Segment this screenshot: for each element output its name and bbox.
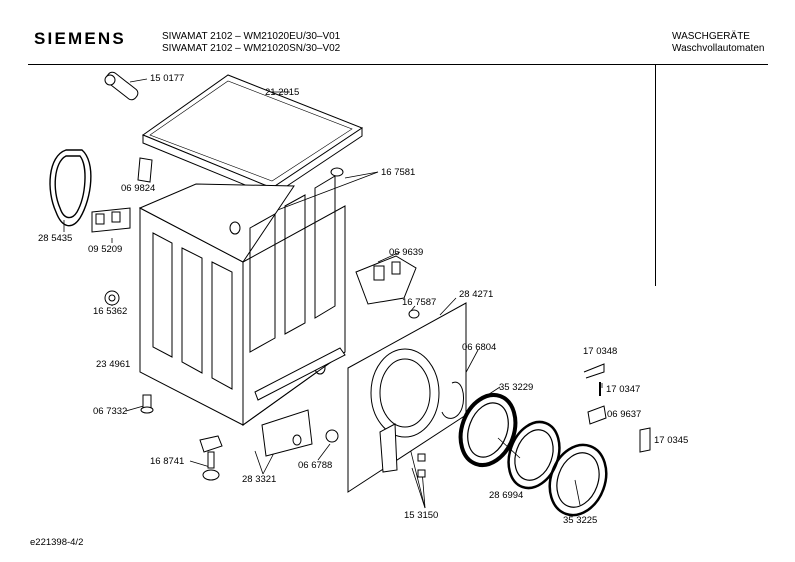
control-strip xyxy=(261,409,339,457)
top-cover xyxy=(141,74,364,197)
part-label: 28 4271 xyxy=(459,289,493,300)
handle-parts xyxy=(583,363,651,453)
small-latch-icon xyxy=(408,309,420,319)
hinge-clip-icon xyxy=(229,167,344,235)
part-label: 17 0345 xyxy=(654,435,688,446)
part-label: 17 0347 xyxy=(606,384,640,395)
part-label: 16 7581 xyxy=(381,167,415,178)
part-label: 35 3225 xyxy=(563,515,597,526)
part-label: 06 6788 xyxy=(298,460,332,471)
category-info: WASCHGERÄTE Waschvollautomaten xyxy=(672,31,764,55)
part-label: 16 8741 xyxy=(150,456,184,467)
hose-connector-icon xyxy=(104,71,139,101)
part-label: 17 0348 xyxy=(583,346,617,357)
part-label: 16 5362 xyxy=(93,306,127,317)
door-lock-icon xyxy=(355,255,417,305)
brand-logo: SIEMENS xyxy=(34,29,126,48)
gasket-ring-icon xyxy=(49,149,92,227)
part-label: 09 5209 xyxy=(88,244,122,255)
part-label: 06 9637 xyxy=(607,409,641,420)
part-label: 16 7587 xyxy=(402,297,436,308)
side-divider xyxy=(655,64,656,286)
category-line-1: WASCHGERÄTE xyxy=(672,31,750,42)
foot-icon xyxy=(104,290,223,481)
part-label: 28 6994 xyxy=(489,490,523,501)
part-label: 28 3321 xyxy=(242,474,276,485)
part-label: 06 6804 xyxy=(462,342,496,353)
door-rings xyxy=(458,393,608,517)
front-panel xyxy=(347,302,467,493)
drawing-id: e221398-4/2 xyxy=(30,537,84,548)
part-label: 06 9639 xyxy=(389,247,423,258)
clip-icon xyxy=(91,157,153,233)
model-line-1: SIWAMAT 2102 – WM21020EU/30–V01 xyxy=(162,31,341,42)
hinge-bracket-icon xyxy=(379,423,426,478)
cabinet-frame xyxy=(138,175,346,426)
model-line-2: SIWAMAT 2102 – WM21020SN/30–V02 xyxy=(162,43,341,54)
header-divider xyxy=(28,64,768,65)
part-label: 21 2915 xyxy=(265,87,299,98)
part-label: 35 3229 xyxy=(499,382,533,393)
part-label: 15 3150 xyxy=(404,510,438,521)
part-labels: 15 0177 21 2915 06 9824 16 7581 28 5435 … xyxy=(38,73,688,526)
part-label: 23 4961 xyxy=(96,359,130,370)
part-label: 28 5435 xyxy=(38,233,72,244)
category-line-2: Waschvollautomaten xyxy=(672,43,765,54)
part-label: 15 0177 xyxy=(150,73,184,84)
part-label: 06 9824 xyxy=(121,183,155,194)
part-label: 06 7332 xyxy=(93,406,127,417)
model-info: SIWAMAT 2102 – WM21020EU/30–V01 SIWAMAT … xyxy=(162,31,340,55)
